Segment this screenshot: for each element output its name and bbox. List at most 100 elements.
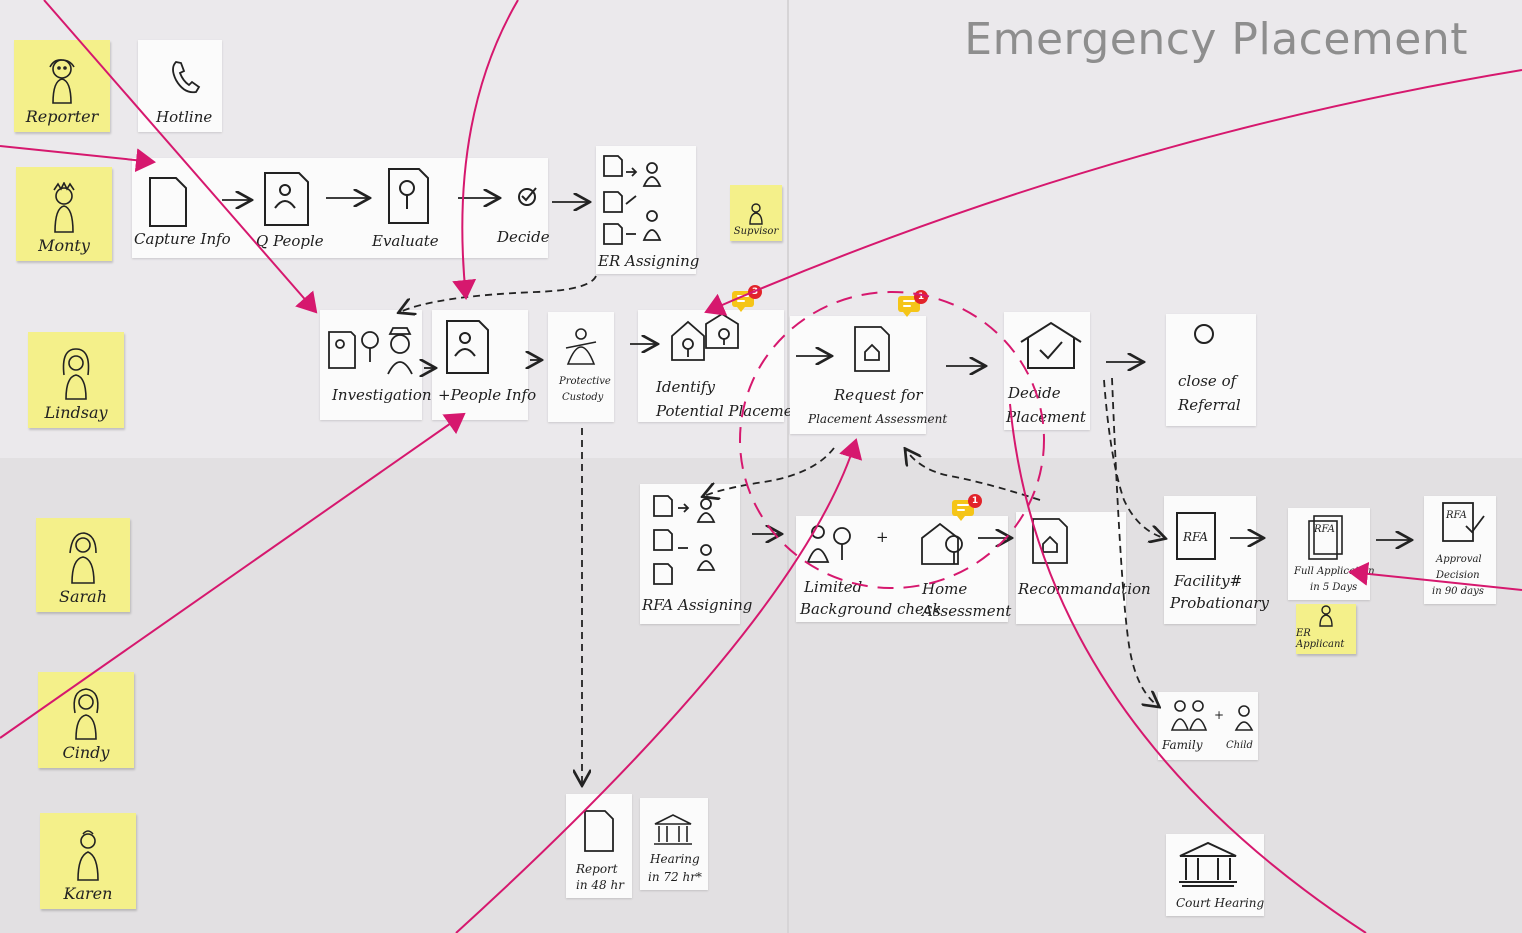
facility-label: Facility# (1174, 572, 1243, 590)
referral-label: Referral (1178, 396, 1241, 414)
comment-badge-request[interactable]: 1 (898, 290, 928, 318)
comment-badge-identify[interactable]: 3 (732, 285, 762, 313)
protective-custody-card (548, 312, 614, 422)
in-5-days-label: in 5 Days (1310, 582, 1358, 593)
in-48-hr-label: in 48 hr (576, 878, 624, 892)
er-assigning-label: ER Assigning (598, 252, 700, 270)
close-of-label: close of (1178, 372, 1237, 390)
rfa-stack-label: RFA (1314, 524, 1335, 535)
hotline-card: Hotline (138, 40, 222, 132)
persona-note-sarah: Sarah (36, 518, 130, 612)
document-icon (584, 810, 614, 852)
document-icon (149, 177, 187, 227)
circle-end-icon (1194, 324, 1214, 344)
persona-name: Karen (63, 884, 113, 903)
identify-label: Identify (656, 378, 715, 396)
persona-name: Sarah (59, 587, 107, 606)
people-search-icon (806, 525, 851, 563)
potential-placement-label: Potential Placement (656, 402, 809, 420)
house-file-icon (854, 326, 890, 372)
person-sketch-icon (1319, 605, 1333, 627)
courthouse-icon (1179, 841, 1237, 887)
placement-label: Placement (1006, 408, 1086, 426)
er-applicant-note: ER Applicant (1296, 604, 1356, 654)
family-icon (1170, 700, 1208, 731)
courthouse-icon (654, 814, 692, 845)
house-check-icon (1020, 321, 1082, 369)
capture-info-label: Capture Info (134, 230, 231, 248)
evaluate-label: Evaluate (372, 232, 439, 250)
family-plus: + (1214, 708, 1225, 722)
person-sketch-icon (62, 348, 90, 400)
hotline-label: Hotline (156, 108, 213, 126)
comment-count: 1 (968, 494, 982, 508)
assessment-label: Assessment (922, 602, 1012, 620)
person-sketch-icon (77, 830, 99, 881)
child-file-icon (264, 172, 309, 226)
request-for-label: Request for (834, 386, 923, 404)
persona-note-cindy: Cindy (38, 672, 134, 768)
phone-icon (172, 61, 201, 94)
houses-search-icon (671, 312, 739, 361)
custody-label: Custody (562, 392, 604, 403)
checkmark-icon (518, 187, 537, 206)
magnifier-file-icon (388, 168, 429, 224)
person-sketch-icon (53, 182, 75, 233)
report-label: Report (576, 862, 618, 876)
person-sketch-icon (49, 59, 75, 104)
person-sketch-icon (73, 688, 99, 740)
placement-assessment-label: Placement Assessment (808, 412, 948, 426)
rfa-approved-label: RFA (1446, 510, 1467, 521)
persona-name: Reporter (25, 107, 99, 126)
in-90-days-label: in 90 days (1432, 586, 1484, 597)
protective-label: Protective (559, 376, 611, 387)
person-sketch-icon (69, 532, 97, 584)
investigation-icon (328, 327, 413, 375)
approval-label: Approval (1436, 554, 1482, 565)
supervisor-note: Supvisor (730, 185, 782, 241)
full-application-label: Full Application (1294, 566, 1375, 577)
child-icon (1234, 705, 1254, 731)
in-72-hr-label: in 72 hr* (648, 870, 702, 884)
probationary-label: Probationary (1170, 594, 1269, 612)
family-label: Family (1162, 738, 1203, 752)
persona-note-lindsay: Lindsay (28, 332, 124, 428)
limited-label: Limited (804, 578, 863, 596)
people-info-label: +People Info (438, 386, 537, 404)
er-applicant-label: ER Applicant (1296, 628, 1345, 650)
paper-seam (787, 0, 789, 933)
background-check-label: Background check (800, 600, 942, 618)
child-label: Child (1226, 740, 1253, 751)
hearing-label: Hearing (650, 852, 700, 866)
assign-people-icon (653, 495, 716, 585)
rfa-stack-icon (1308, 515, 1343, 560)
rfa-approved-icon (1442, 502, 1485, 542)
persona-note-reporter: Reporter (14, 40, 110, 132)
comment-count: 3 (748, 285, 762, 299)
diagram-title: Emergency Placement (964, 14, 1468, 65)
house-search-icon (921, 522, 963, 565)
decision-label: Decision (1436, 570, 1480, 581)
persona-note-karen: Karen (40, 813, 136, 909)
comment-count: 1 (914, 290, 928, 304)
rfa-assigning-label: RFA Assigning (642, 596, 753, 614)
court-hearing-label: Court Hearing (1176, 896, 1265, 910)
home-label: Home (922, 580, 968, 598)
plus-symbol: + (876, 528, 889, 546)
decide-label: Decide (497, 228, 550, 246)
persona-name: Monty (38, 236, 90, 255)
rfa-doc-label: RFA (1183, 530, 1208, 544)
comment-badge-home[interactable]: 1 (952, 494, 982, 522)
person-sketch-icon (749, 203, 763, 225)
assign-people-icon (603, 155, 662, 245)
er-assigning-card (596, 146, 696, 274)
persona-name: Lindsay (44, 403, 108, 422)
decide-placement-label: Decide (1008, 384, 1061, 402)
persona-note-monty: Monty (16, 167, 112, 261)
recommendation-label: Recommandation (1018, 580, 1151, 598)
house-file-icon (1032, 518, 1068, 564)
persona-name: Cindy (62, 743, 110, 762)
q-people-label: Q People (256, 232, 324, 250)
protected-child-icon (565, 328, 597, 365)
